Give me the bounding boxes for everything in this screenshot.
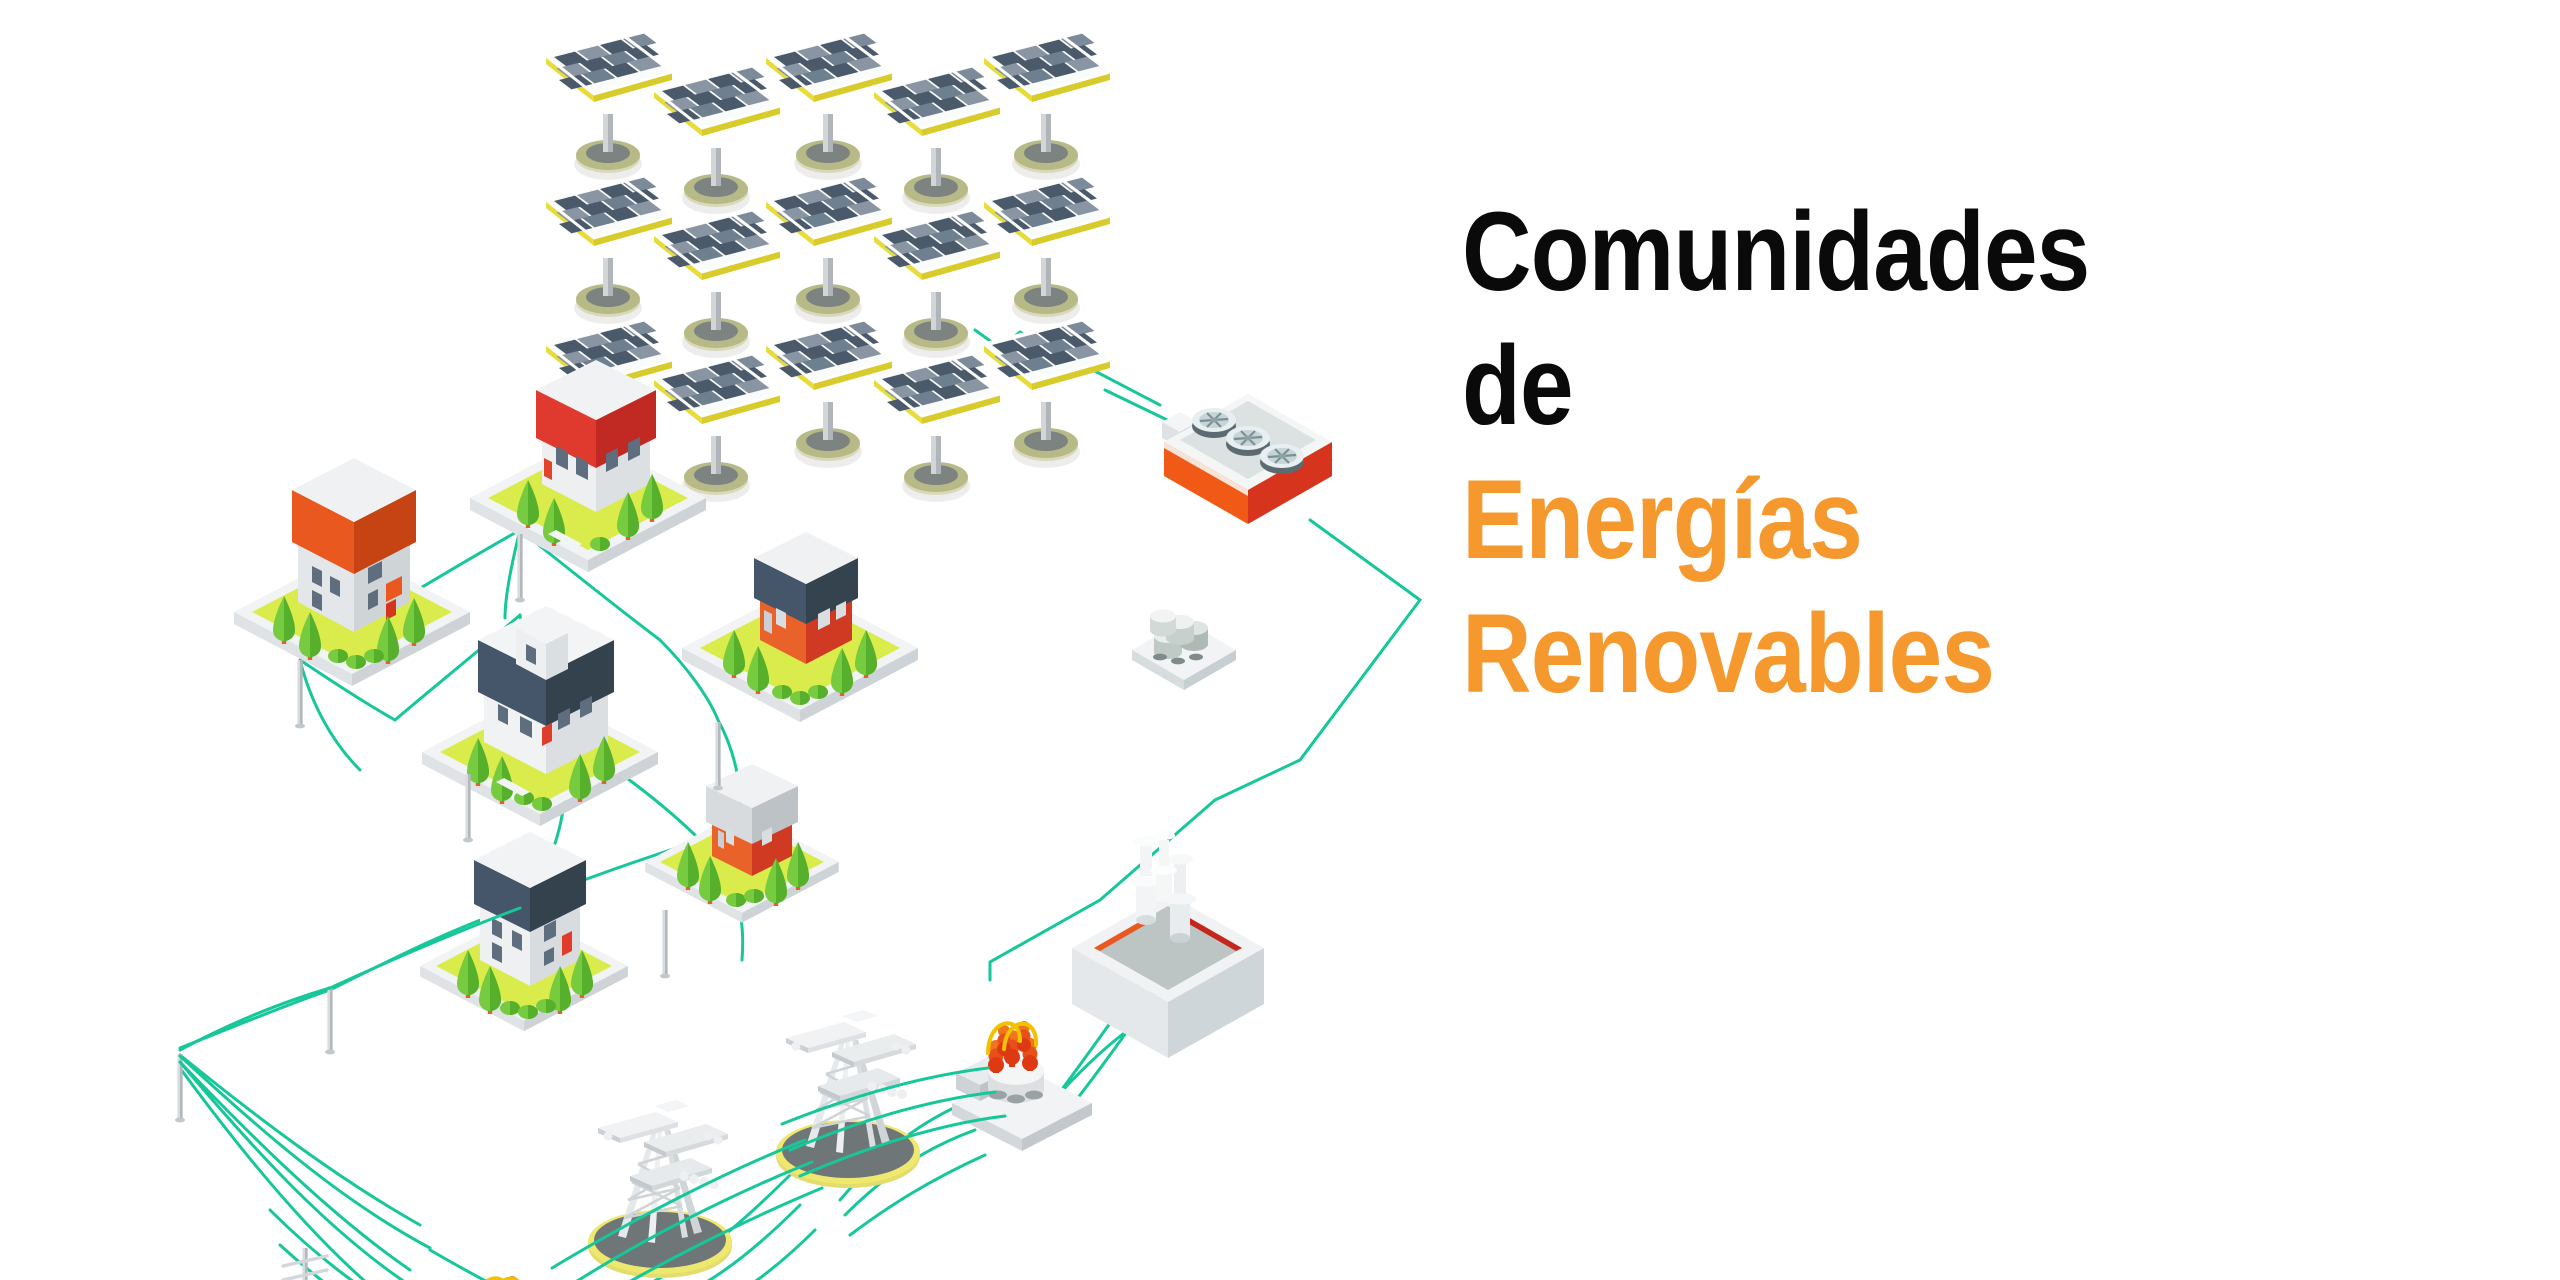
solar-panel [544,176,674,326]
bush [532,797,552,811]
house-lot [234,458,470,686]
solar-panel [764,320,894,470]
house-lot [422,606,658,826]
house-lot [682,532,918,722]
substation [438,1274,582,1280]
solar-panel [872,354,1002,504]
headline-line-1: Comunidades [1462,189,2090,314]
bush [790,691,810,705]
page-title: Comunidades de Energías Renovables [1462,196,2502,710]
solar-panel [872,66,1002,216]
bush [346,655,366,669]
walkway [496,778,530,796]
transmission-pylons [586,1008,922,1280]
headline-line-3: Energías [1462,457,1863,582]
house-lot [470,360,706,572]
bush [536,999,556,1013]
solar-panel [544,32,674,182]
solar-panel [652,354,782,504]
walkway [548,530,582,548]
bush [328,649,348,663]
solar-panel [764,32,894,182]
substations [438,1019,1094,1280]
bush [808,685,828,699]
utility-pole [660,910,670,979]
grid-power-lines-front [178,906,1007,1280]
headline-line-2: de [1462,323,1574,448]
storage-tank-cluster [1132,609,1236,690]
headline-line-4: Renovables [1462,591,1995,716]
utility-pole [325,986,335,1055]
bush [364,649,384,663]
bush [744,889,764,903]
bush [590,537,610,551]
solar-panel [982,320,1112,470]
solar-panel [982,32,1112,182]
house-lot [645,764,839,923]
bush [772,685,792,699]
solar-panel [764,176,894,326]
residential-neighbourhood [234,360,918,1032]
solar-panel [652,66,782,216]
bush [500,1001,520,1015]
bush [726,893,746,907]
bush [518,1005,538,1019]
solar-panel [982,176,1112,326]
solar-panel [652,210,782,360]
battery-inverter-unit [1160,392,1336,526]
renewable-energy-illustration [175,32,1423,1280]
power-plant [1072,830,1264,1058]
transmission-pylon [586,1098,734,1280]
